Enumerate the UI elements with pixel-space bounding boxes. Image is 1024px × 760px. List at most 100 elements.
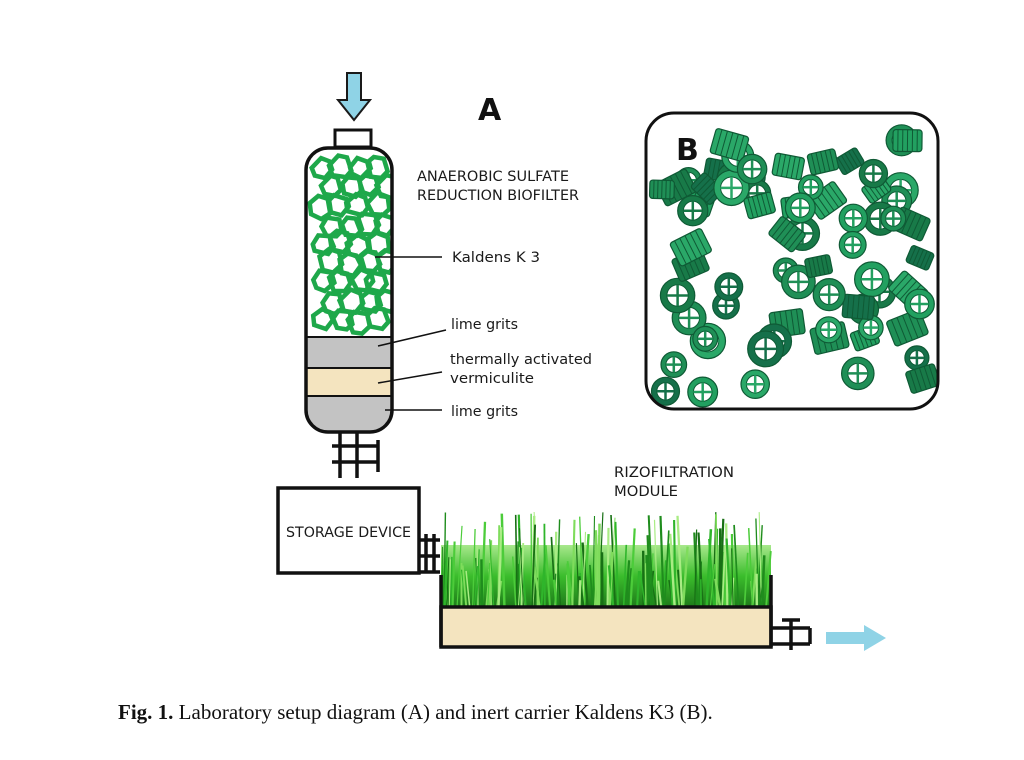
biofilter-label-line2: REDUCTION BIOFILTER: [417, 188, 579, 204]
biofilter-column: [304, 146, 394, 434]
carrier-piece: [714, 272, 744, 302]
grass-blade: [714, 578, 722, 607]
grass-blade: [673, 519, 677, 607]
grass-blade: [721, 545, 727, 607]
kaldens-ring: [357, 173, 382, 198]
carrier-piece: [669, 228, 712, 267]
grass-blade: [443, 540, 449, 607]
grass-blade: [531, 524, 537, 607]
carrier-piece: [905, 245, 935, 271]
carrier-piece: [834, 147, 865, 175]
carrier-piece: [692, 325, 719, 352]
grass-blade: [636, 570, 641, 607]
grass-blade: [731, 548, 734, 607]
carrier-piece: [736, 153, 768, 185]
grass-blade: [760, 555, 766, 607]
grass-blade: [540, 553, 547, 607]
grass-blade: [556, 519, 561, 607]
kaldens-ring: [330, 308, 355, 332]
grass-blade: [450, 556, 453, 607]
grass-blade: [758, 512, 763, 607]
carrier-piece: [806, 148, 840, 176]
grass-blade: [719, 518, 725, 607]
grass-blade: [681, 546, 689, 607]
grass-blade: [489, 539, 495, 607]
grass-blade: [451, 541, 456, 607]
grass-blade: [647, 515, 654, 607]
vermiculite-label-line2: vermiculite: [450, 371, 534, 387]
grass-blade: [639, 570, 646, 607]
grass-blade: [544, 545, 551, 607]
carrier-piece: [648, 179, 675, 200]
grass-blade: [697, 532, 704, 607]
grass-blade: [663, 530, 670, 607]
carrier-piece: [904, 345, 930, 371]
grass-blade: [626, 568, 632, 607]
vermiculite-layer: [306, 368, 392, 396]
carrier-piece: [743, 191, 776, 220]
lime-grits-top-label: lime grits: [451, 317, 518, 333]
panel-a-label: A: [478, 93, 502, 128]
grass-blade: [676, 515, 684, 607]
carrier-piece: [892, 128, 923, 153]
grass-blade: [733, 524, 740, 607]
grass-blade: [646, 535, 652, 607]
grass-blade: [530, 513, 533, 607]
column-outlet-valve: [332, 432, 380, 478]
carrier-piece: [768, 216, 806, 253]
carrier-piece: [858, 314, 884, 341]
carrier-piece: [904, 288, 935, 320]
carrier-piece: [650, 376, 681, 406]
carrier-piece: [687, 376, 719, 408]
kaldens-ring: [326, 268, 353, 294]
kaldens-carrier-photo: B: [644, 111, 940, 411]
grass-blade: [446, 557, 450, 607]
grass-blade: [694, 529, 698, 607]
grass-blade: [566, 563, 571, 607]
lime-grits-bottom-label: lime grits: [451, 404, 518, 420]
grass-blade: [514, 514, 518, 607]
grass-blade: [597, 523, 601, 607]
grass-blade: [594, 550, 597, 607]
grass-blade: [725, 523, 729, 607]
rizofiltration-module: [439, 511, 773, 649]
grass-blade: [582, 534, 590, 607]
carrier-piece: [854, 261, 890, 298]
grass-blade: [624, 560, 631, 607]
lime-grits-bottom-layer: [306, 396, 392, 432]
carrier-piece: [812, 278, 846, 312]
grass-blade: [497, 527, 503, 607]
carrier-piece: [784, 192, 816, 224]
grass-blade: [461, 565, 468, 607]
grass-blade: [456, 525, 463, 607]
grass-blade: [765, 551, 772, 607]
grass-blade: [659, 515, 665, 607]
kaldens-label: Kaldens K 3: [452, 250, 540, 266]
carrier-piece: [713, 169, 750, 207]
inlet-cap: [333, 128, 373, 149]
grass-blade: [629, 528, 636, 607]
kaldens-ring: [309, 155, 335, 181]
carrier-piece: [804, 254, 834, 279]
kaldens-ring: [318, 215, 344, 239]
carrier-pieces: [648, 124, 938, 408]
grass-blade: [755, 518, 760, 607]
storage-device-box: [276, 486, 421, 575]
grass-blade: [667, 543, 674, 607]
grass-blade: [653, 519, 658, 607]
carrier-piece: [771, 152, 805, 181]
kaldens-ring: [364, 305, 392, 332]
carrier-piece: [740, 369, 770, 399]
carrier-piece: [677, 194, 709, 227]
grass-blade: [578, 580, 582, 607]
grass-blade: [589, 564, 594, 607]
grass-blade: [644, 563, 647, 607]
carrier-piece: [659, 277, 696, 314]
carrier-piece: [841, 293, 876, 321]
grass-blade: [669, 533, 676, 607]
grass-blade: [622, 544, 628, 607]
grass-blade: [645, 555, 650, 607]
grass-blade: [480, 559, 484, 607]
kaldens-ring: [310, 306, 336, 332]
